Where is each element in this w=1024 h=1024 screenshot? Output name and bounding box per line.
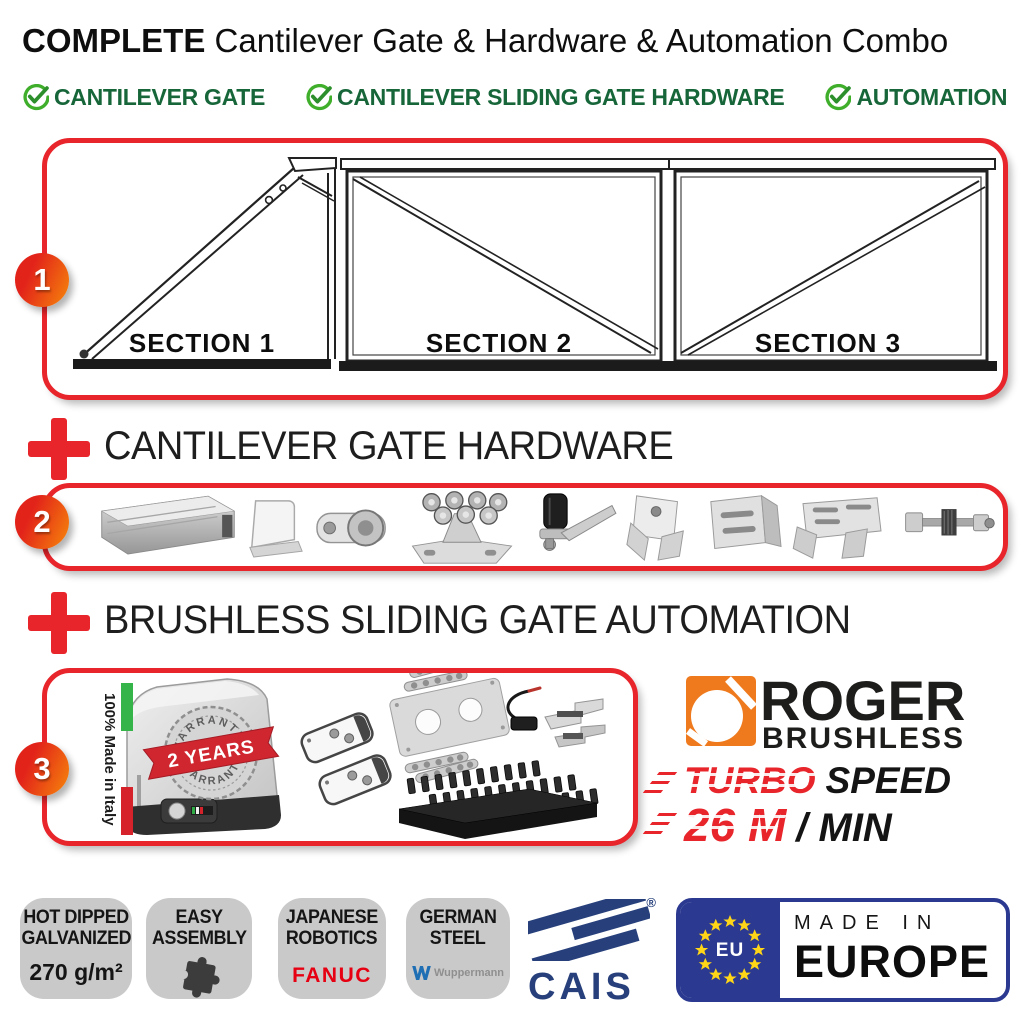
section-3-figure: SECTION 3 xyxy=(667,158,997,371)
eu-flag-panel: EU xyxy=(680,902,780,998)
cais-logo-text: CAIS xyxy=(528,966,635,1008)
feature-label: AUTOMATION xyxy=(856,84,1008,110)
badge-line: STEEL xyxy=(430,928,486,950)
cais-stripes-icon xyxy=(521,888,652,971)
sliding-gate-motor-image: WARRANTY WARRANTY 2 YEARS xyxy=(125,678,281,835)
check-circle-icon xyxy=(825,84,852,111)
made-in-italy-text: 100% Made in Italy xyxy=(101,692,118,826)
roller-carriage-image xyxy=(411,491,513,564)
badge-line: ASSEMBLY xyxy=(151,928,247,950)
remote-control-image xyxy=(315,751,395,809)
speed-rate-line: 26 M / MIN xyxy=(684,798,892,852)
gate-sections-box: SECTION 1 SECTION 2 SECTION 3 xyxy=(42,138,1008,400)
automation-box: 100% Made in Italy xyxy=(42,668,638,846)
plus-icon xyxy=(28,418,90,480)
step-badge-1: 1 xyxy=(15,253,69,307)
hardware-heading: CANTILEVER GATE HARDWARE xyxy=(104,424,674,468)
c-track-rail-image xyxy=(101,495,236,555)
section-label: SECTION 1 xyxy=(129,328,275,358)
badge-line: ROBOTICS xyxy=(286,928,378,950)
roger-logo-icon xyxy=(686,676,756,746)
badge-easy-assembly: EASY ASSEMBLY xyxy=(146,898,252,999)
speed-rate-value: 26 M xyxy=(684,799,787,851)
puzzle-icon xyxy=(182,956,220,998)
fanuc-logo: FANUC xyxy=(292,963,372,987)
feature-cantilever-gate: CANTILEVER GATE xyxy=(22,84,265,111)
section-2-figure: SECTION 2 xyxy=(339,158,673,371)
nylon-gear-racks-image xyxy=(398,760,599,839)
warranty-stamp: WARRANTY WARRANTY 2 YEARS xyxy=(142,705,280,801)
turbo-text: TURBO xyxy=(684,760,816,801)
badge-german-steel: GERMAN STEEL Wuppermann xyxy=(406,898,510,999)
adjustable-catch-bracket-image xyxy=(792,497,882,559)
italy-green-bar xyxy=(121,683,133,731)
feature-automation: AUTOMATION xyxy=(824,84,1008,111)
l-bracket-image xyxy=(710,494,782,549)
anti-tip-bolt-kit-image xyxy=(904,509,995,536)
registered-mark: ® xyxy=(646,895,656,910)
hardware-box xyxy=(42,483,1008,571)
badge-line: HOT DIPPED xyxy=(23,907,129,928)
hardware-items-row xyxy=(47,488,1003,566)
italy-red-bar xyxy=(121,787,133,835)
automation-kit-drawing: WARRANTY WARRANTY 2 YEARS xyxy=(125,673,606,839)
page-title: COMPLETE Cantilever Gate & Hardware & Au… xyxy=(22,22,948,60)
remote-control-image xyxy=(297,709,377,767)
feature-list: CANTILEVER GATE CANTILEVER SLIDING GATE … xyxy=(22,84,1008,111)
plus-icon xyxy=(28,592,90,654)
wuppermann-logo: Wuppermann xyxy=(412,965,505,980)
badge-line: EASY xyxy=(175,907,223,928)
made-in-europe-badge: EU MADE IN EUROPE xyxy=(676,898,1010,1002)
roger-series-name: BRUSHLESS xyxy=(762,722,966,755)
made-in-text: MADE IN xyxy=(794,912,941,934)
end-wheel-image xyxy=(316,509,387,547)
gate-sections-drawing: SECTION 1 SECTION 2 SECTION 3 xyxy=(73,157,997,371)
check-circle-icon xyxy=(23,84,49,111)
europe-text: EUROPE xyxy=(794,936,991,987)
magnetic-limit-switch-image xyxy=(506,686,606,748)
badge-line: GALVANIZED xyxy=(21,928,131,950)
turbo-speed-line: TURBO SPEED xyxy=(684,760,951,802)
eu-text: EU xyxy=(715,939,745,961)
mounting-plate-kit-image xyxy=(389,673,510,785)
section-label: SECTION 3 xyxy=(755,328,901,358)
section-label: SECTION 2 xyxy=(426,328,572,358)
badge-japanese-robotics: JAPANESE ROBOTICS FANUC xyxy=(278,898,386,999)
made-in-italy-label: 100% Made in Italy xyxy=(101,683,135,835)
gate-catcher-image xyxy=(626,495,685,562)
track-end-cap-image xyxy=(248,500,303,558)
coating-weight-value: 270 g/m² xyxy=(29,958,123,985)
feature-label: CANTILEVER GATE xyxy=(54,84,266,110)
section-1-figure: SECTION 1 xyxy=(73,157,337,369)
step-badge-2: 2 xyxy=(15,495,69,549)
feature-hardware: CANTILEVER SLIDING GATE HARDWARE xyxy=(305,84,785,111)
automation-heading: BRUSHLESS SLIDING GATE AUTOMATION xyxy=(104,598,851,642)
page-title-rest: Cantilever Gate & Hardware & Automation … xyxy=(205,22,949,59)
step-badge-3: 3 xyxy=(15,742,69,796)
page-title-lead: COMPLETE xyxy=(22,22,206,59)
cais-logo: ® CAIS xyxy=(521,888,656,1009)
feature-label: CANTILEVER SLIDING GATE HARDWARE xyxy=(337,84,785,110)
check-circle-icon xyxy=(306,84,333,111)
badge-line: JAPANESE xyxy=(286,907,378,928)
made-in-europe-text-panel: MADE IN EUROPE xyxy=(780,902,1006,998)
badge-hot-dipped-galvanized: HOT DIPPED GALVANIZED 270 g/m² xyxy=(20,898,132,999)
wuppermann-logo-text: Wuppermann xyxy=(433,966,505,979)
top-guide-roller-image xyxy=(539,493,617,551)
speed-text: SPEED xyxy=(825,760,951,801)
wuppermann-w-icon xyxy=(412,965,431,980)
speed-rate-unit: / MIN xyxy=(796,806,892,850)
roger-brand-name: ROGER xyxy=(760,669,966,732)
badge-line: GERMAN xyxy=(419,907,497,928)
